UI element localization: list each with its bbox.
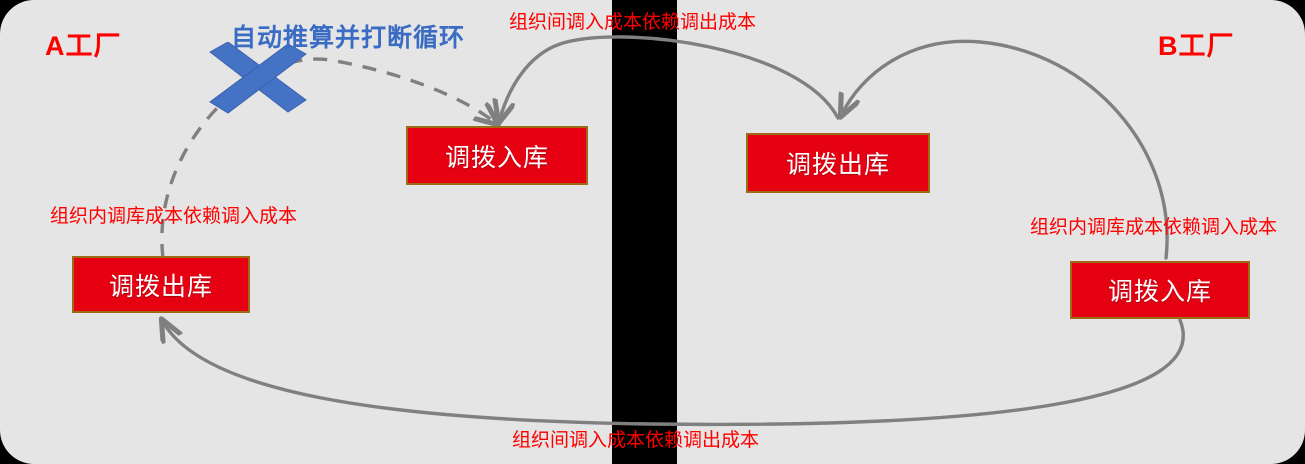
node-b-transfer-out[interactable]: 调拨出库 [746,133,930,193]
node-a-transfer-out[interactable]: 调拨出库 [72,256,250,313]
callout-title: 自动推算并打断循环 [231,24,466,52]
factory-a-title: A工厂 [45,31,122,61]
node-b-transfer-in[interactable]: 调拨入库 [1070,261,1250,319]
edge-label-left-inner: 组织内调库成本依赖调入成本 [50,206,298,227]
edge-label-bottom-center: 组织间调入成本依赖调出成本 [512,430,760,451]
edge-label-right-inner: 组织内调库成本依赖调入成本 [1030,217,1278,238]
edge-label-top-center: 组织间调入成本依赖调出成本 [509,12,757,33]
node-a-transfer-in[interactable]: 调拨入库 [406,126,588,185]
factory-b-title: B工厂 [1158,31,1235,61]
blue-cross-mark-icon [209,42,307,114]
